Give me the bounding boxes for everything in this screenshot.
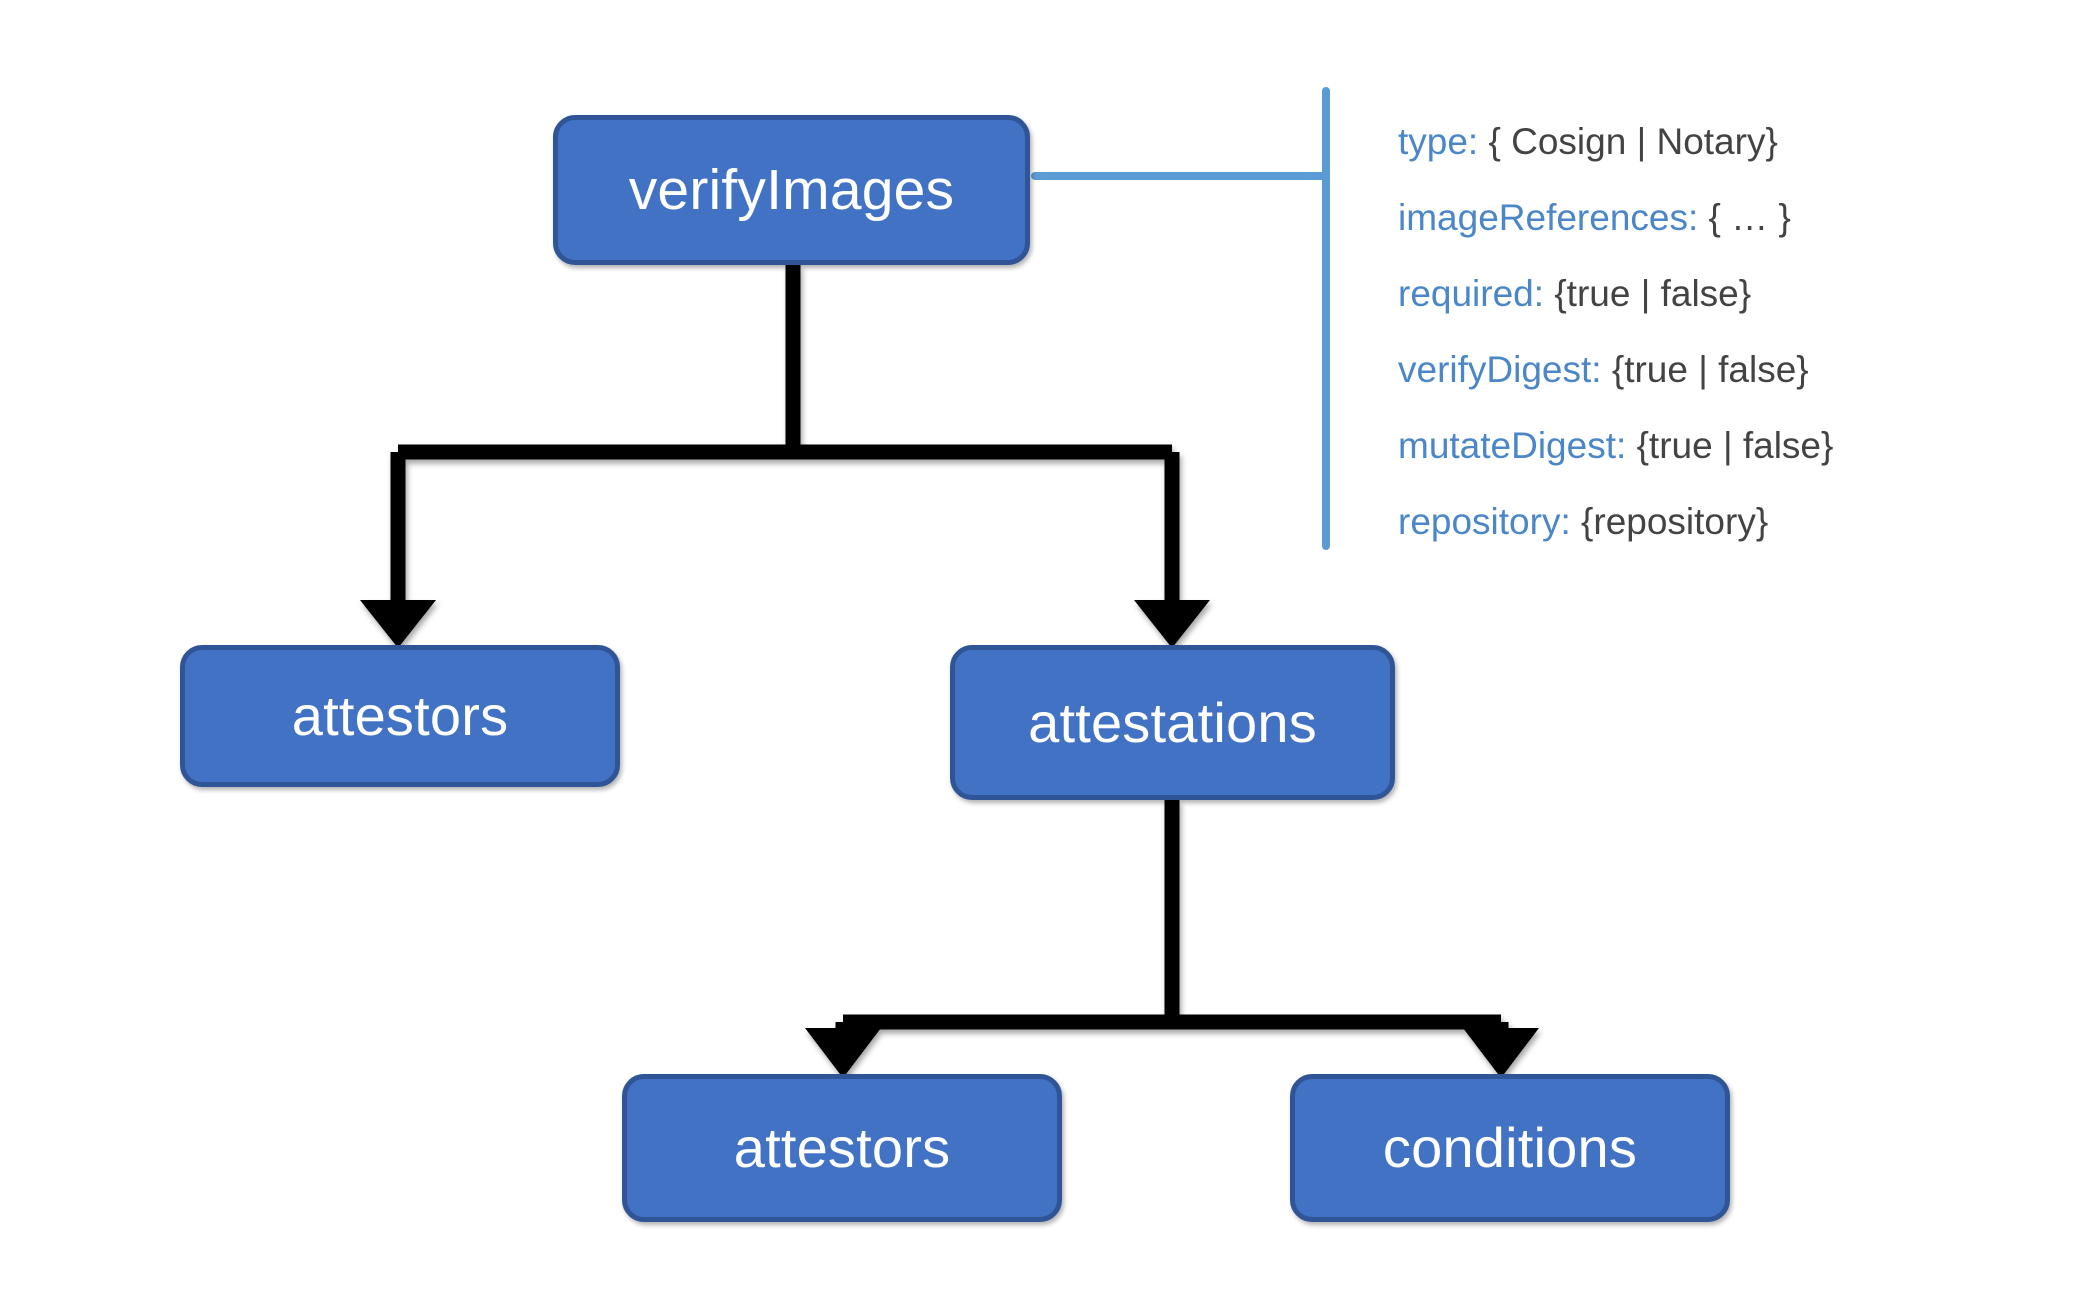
annotation-value: { … } bbox=[1708, 197, 1791, 238]
edge-root-to-level1 bbox=[360, 265, 1210, 648]
annotation-list: type: { Cosign | Notary} imageReferences… bbox=[1398, 104, 2038, 560]
annotation-value: { Cosign | Notary} bbox=[1488, 121, 1778, 162]
annotation-key: imageReferences: bbox=[1398, 197, 1699, 238]
node-attestors-top[interactable]: attestors bbox=[180, 645, 620, 787]
annotation-line: required: {true | false} bbox=[1398, 256, 2038, 332]
annotation-value: {true | false} bbox=[1611, 349, 1809, 390]
annotation-line: mutateDigest: {true | false} bbox=[1398, 408, 2038, 484]
annotation-key: required: bbox=[1398, 273, 1545, 314]
node-verify-images[interactable]: verifyImages bbox=[553, 115, 1030, 265]
node-attestors-nested-label: attestors bbox=[733, 1116, 951, 1179]
node-attestations[interactable]: attestations bbox=[950, 645, 1395, 800]
node-conditions[interactable]: conditions bbox=[1290, 1074, 1730, 1222]
node-conditions-label: conditions bbox=[1382, 1116, 1638, 1179]
annotation-key: mutateDigest: bbox=[1398, 425, 1627, 466]
node-attestors-nested[interactable]: attestors bbox=[622, 1074, 1062, 1222]
node-verify-images-label: verifyImages bbox=[628, 157, 955, 222]
edge-attestations-to-level2 bbox=[805, 800, 1539, 1078]
annotation-value: {true | false} bbox=[1636, 425, 1834, 466]
annotation-key: type: bbox=[1398, 121, 1479, 162]
annotation-key: repository: bbox=[1398, 501, 1571, 542]
annotation-line: imageReferences: { … } bbox=[1398, 180, 2038, 256]
annotation-value: {repository} bbox=[1581, 501, 1769, 542]
node-attestors-top-label: attestors bbox=[291, 684, 509, 747]
annotation-line: type: { Cosign | Notary} bbox=[1398, 104, 2038, 180]
annotation-line: repository: {repository} bbox=[1398, 484, 2038, 560]
annotation-key: verifyDigest: bbox=[1398, 349, 1602, 390]
annotation-value: {true | false} bbox=[1554, 273, 1752, 314]
node-attestations-label: attestations bbox=[1028, 690, 1317, 754]
annotation-bracket bbox=[1031, 87, 1330, 550]
annotation-line: verifyDigest: {true | false} bbox=[1398, 332, 2038, 408]
